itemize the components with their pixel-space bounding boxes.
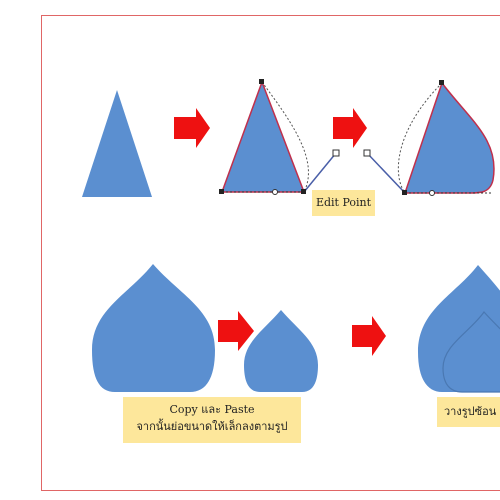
- right-arrow-icon: [333, 108, 367, 148]
- vertex-point: [439, 80, 444, 85]
- caption-place-overlap-text: วางรูปซ้อน: [444, 405, 497, 418]
- triangle-shape: [82, 90, 152, 197]
- triangle-edit-mode: [219, 79, 340, 195]
- caption-copy-paste-line1: Copy และ Paste: [169, 403, 255, 416]
- small-drop-shape: [244, 310, 318, 392]
- vertex-point: [301, 189, 306, 194]
- slide-frame: [41, 15, 500, 491]
- caption-copy-paste: Copy และ Paste จากนั้นย่อขนาดให้เล็กลงตา…: [123, 397, 301, 443]
- vertex-point: [402, 190, 407, 195]
- bezier-handle-line: [303, 152, 337, 193]
- bezier-handle: [363, 149, 371, 157]
- vertex-point: [219, 189, 224, 194]
- bezier-handle-line: [366, 152, 406, 194]
- right-arrow-icon: [352, 316, 386, 356]
- caption-edit-point: Edit Point: [312, 190, 375, 216]
- triangle-shape-editing: [220, 79, 306, 193]
- vertex-point: [259, 79, 264, 84]
- caption-copy-paste-line2: จากนั้นย่อขนาดให้เล็กลงตามรูป: [136, 420, 288, 433]
- drop-edit-mode: [363, 80, 495, 196]
- caption-place-overlap: วางรูปซ้อน: [437, 397, 500, 427]
- curve-preview-dashed: [397, 82, 443, 194]
- bezier-handle: [332, 149, 340, 157]
- overlapped-small-drop: [442, 311, 500, 393]
- midpoint-handle: [272, 189, 278, 195]
- drop-shape-editing: [403, 81, 495, 194]
- midpoint-handle: [429, 190, 435, 196]
- right-arrow-icon: [218, 311, 254, 351]
- right-arrow-icon: [174, 108, 210, 148]
- caption-edit-point-text: Edit Point: [315, 196, 372, 209]
- large-drop-shape: [92, 264, 215, 392]
- curve-preview-dashed: [261, 81, 309, 193]
